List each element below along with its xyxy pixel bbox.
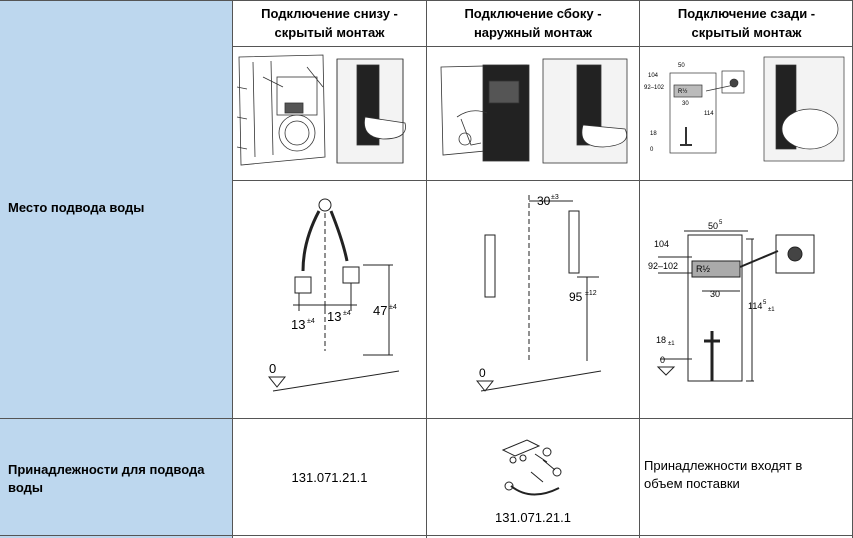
column-header-bottom-line2: скрытый монтаж: [274, 25, 385, 40]
rear-small-thread-label: R½: [678, 88, 687, 95]
rear-height-sup: 5: [763, 300, 767, 306]
rear-small-zero-label: 0: [650, 147, 654, 153]
accessory-kit-illustration: [501, 439, 562, 496]
bottom-tol-a-label: ±4: [307, 318, 315, 325]
bottom-tol-h-label: ±4: [389, 304, 397, 311]
illustration-rear-installation: 50 104 92–102 R½ 30 114 18 0: [644, 56, 845, 162]
column-header-bottom: Подключение снизу - скрытый монтаж: [233, 0, 426, 46]
rear-zero-label: 0: [660, 355, 665, 365]
grid-line-h2: [232, 180, 853, 181]
row-label-accessories-line2: воды: [8, 479, 43, 495]
diagram-side-connection: 30 ±3 95 ±12 0: [475, 194, 602, 392]
row-label-accessories: Принадлежности для подвода воды: [0, 419, 233, 538]
rear-height-tol: ±1: [768, 307, 775, 313]
rear-d30-label: 30: [710, 289, 720, 299]
grid-line-v2: [639, 0, 640, 538]
column-header-side: Подключение сбоку - наружный монтаж: [427, 0, 639, 46]
accessory-text-rear-line2: объем поставки: [644, 476, 740, 491]
column-header-side-line1: Подключение сбоку -: [464, 6, 602, 21]
rear-small-d18-label: 18: [650, 131, 657, 137]
column-header-rear-line2: скрытый монтаж: [691, 25, 802, 40]
side-tol-top-label: ±3: [551, 194, 559, 201]
rear-thread-label: R½: [696, 264, 710, 274]
rear-d18-tol: ±1: [668, 341, 675, 347]
rear-height-label: 114: [748, 301, 762, 311]
accessory-code-bottom: 131.071.21.1: [291, 470, 368, 485]
rear-small-d104-label: 104: [648, 73, 659, 79]
rear-small-d30-label: 30: [682, 101, 689, 107]
accessory-text-rear-line1: Принадлежности входят в: [644, 458, 803, 473]
rear-d18-label: 18: [656, 335, 666, 345]
side-dim-h-label: 95: [569, 290, 583, 304]
grid-line-h0: [0, 0, 853, 1]
side-tol-h-label: ±12: [585, 290, 597, 297]
grid-line-h3: [0, 418, 853, 419]
bottom-dim-h-label: 47: [373, 303, 387, 318]
row-label-water-supply: Место подвода воды: [0, 190, 233, 226]
bottom-tol-b-label: ±4: [343, 310, 351, 317]
illustration-bottom-installation: [236, 54, 406, 166]
column-header-rear: Подключение сзади - скрытый монтаж: [640, 0, 853, 46]
rear-small-width-label: 50: [678, 63, 685, 69]
bottom-dim-b-label: 13: [327, 309, 341, 324]
column-header-rear-line1: Подключение сзади -: [677, 6, 816, 21]
diagram-bottom-connection: 13 ±4 13 ±4 47 ±4 0: [267, 198, 400, 392]
side-dim-top-label: 30: [537, 194, 551, 208]
side-zero-label: 0: [479, 366, 486, 380]
accessory-code-side: 131.071.21.1: [495, 510, 571, 525]
diagram-rear-connection: 50 5 104 92–102 R½ 30 114 5 ±1 18 ±1 0: [648, 220, 815, 382]
rear-width-label: 50: [708, 221, 718, 231]
bottom-dim-a-label: 13: [291, 317, 305, 332]
rear-width-sup: 5: [719, 220, 723, 226]
rear-small-d92-label: 92–102: [644, 85, 665, 91]
grid-line-v0: [232, 0, 233, 538]
rear-small-height-label: 114: [704, 111, 714, 117]
bottom-zero-label: 0: [269, 361, 276, 376]
rear-d92-label: 92–102: [648, 261, 678, 271]
column-header-side-line2: наружный монтаж: [473, 25, 593, 40]
rear-d104-label: 104: [654, 239, 669, 249]
accessory-text-rear: Принадлежности входят в объем поставки: [644, 457, 849, 493]
row-label-accessories-line1: Принадлежности для подвода: [8, 461, 205, 477]
column-header-bottom-line1: Подключение снизу -: [261, 6, 398, 21]
row-label-water-supply-text: Место подвода воды: [8, 200, 145, 215]
grid-line-h1: [232, 46, 853, 47]
illustration-side-installation: [440, 58, 628, 164]
grid-line-v1: [426, 0, 427, 538]
grid-line-h4: [0, 535, 853, 536]
